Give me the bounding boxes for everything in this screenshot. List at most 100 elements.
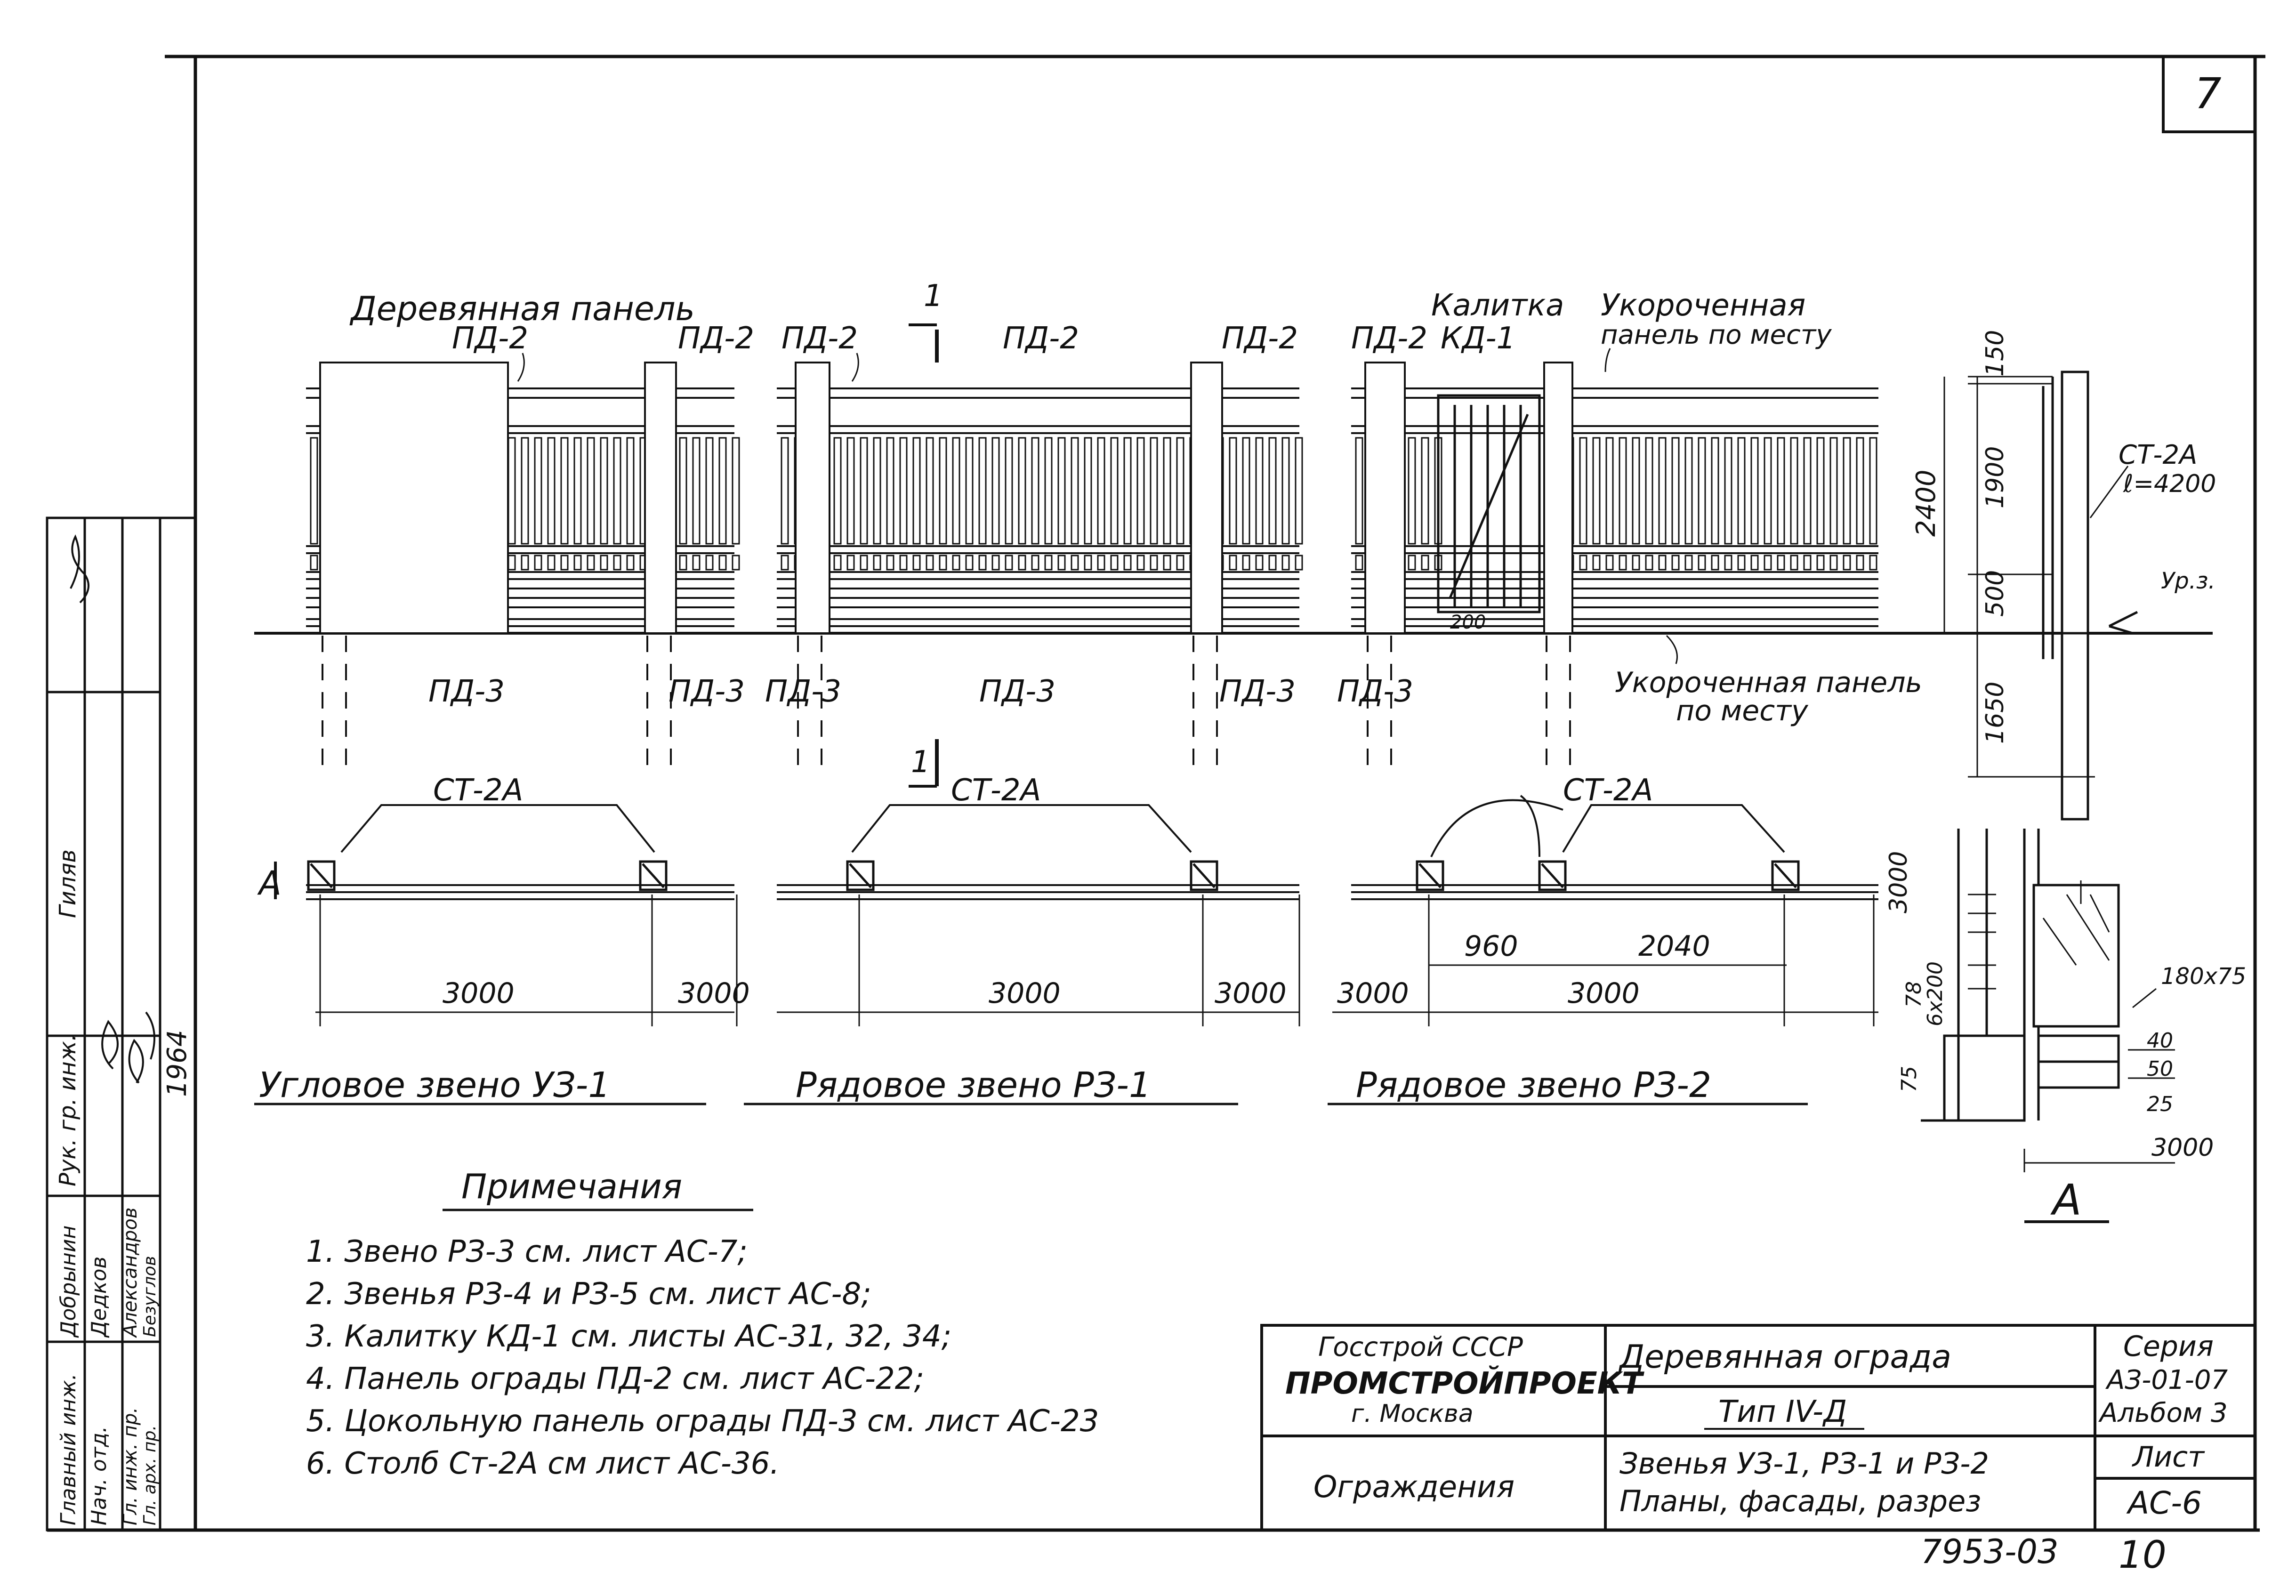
fence-picket-low <box>1777 555 1785 571</box>
fence-picket-low <box>912 555 921 571</box>
dim-200: 200 <box>1450 612 1486 633</box>
fence-picket <box>1658 437 1667 545</box>
fence-picket-low <box>1711 555 1719 571</box>
fence-picket-low <box>1176 555 1184 571</box>
title-block: Госстрой СССР ПРОМСТРОЙПРОЕКТ г. Москва … <box>1260 1324 2256 1532</box>
fence-picket-low <box>1110 555 1119 571</box>
fence-picket-low <box>1408 555 1416 571</box>
section-1-1: 150 1900 2400 500 1650 СТ-2А ℓ=4200 Ур.з… <box>1897 330 2216 821</box>
fence-picket <box>1829 437 1838 545</box>
dim-3000-e: 3000 <box>1337 977 1409 1010</box>
fence-picket-low <box>1671 555 1680 571</box>
fence-picket-low <box>1031 555 1039 571</box>
fence-picket <box>1242 437 1250 545</box>
fence-picket <box>534 437 542 545</box>
fence-picket <box>1163 437 1171 545</box>
det-dim-3000-v: 3000 <box>1885 851 1913 913</box>
fence-post <box>644 362 677 634</box>
det-dim-3000-h: 3000 <box>2151 1134 2214 1162</box>
label-pd2-c: ПД-2 <box>781 321 858 356</box>
label-shortened-panel: Укороченная панель <box>1615 666 1922 699</box>
fence-picket <box>613 437 621 545</box>
tb-org1: Госстрой СССР <box>1318 1332 1523 1362</box>
fence-picket <box>1777 437 1785 545</box>
fence-picket <box>1698 437 1706 545</box>
fence-picket-low <box>1150 555 1158 571</box>
tb-album: Альбом 3 <box>2098 1398 2228 1428</box>
det-dim-50: 50 <box>2147 1057 2173 1081</box>
label-pd2-f: ПД-2 <box>1351 321 1427 356</box>
fence-picket <box>926 437 934 545</box>
tb-series: АЗ-01-07 <box>2105 1365 2228 1395</box>
fence-picket-low <box>1619 555 1627 571</box>
plan-post <box>1416 860 1444 891</box>
note-5: 5. Цокольную панель ограды ПД-3 см. лист… <box>306 1404 1099 1439</box>
note-1: 1. Звено РЗ-3 см. лист АС-7; <box>306 1234 748 1269</box>
section-mark-1-top: 1 <box>924 279 943 314</box>
fence-picket <box>899 437 908 545</box>
bottom-code: 7953-03 <box>1921 1532 2058 1571</box>
fence-picket <box>310 437 318 545</box>
fence-picket-low <box>1803 555 1812 571</box>
fence-picket-low <box>1658 555 1667 571</box>
sec-dim-150: 150 <box>1981 330 2009 377</box>
fence-picket-low <box>521 555 529 571</box>
fence-picket <box>718 437 727 545</box>
tb-org3: г. Москва <box>1351 1400 1474 1428</box>
fence-picket <box>1619 437 1627 545</box>
fence-picket-low <box>952 555 960 571</box>
fence-picket <box>521 437 529 545</box>
det-dim-25: 25 <box>2147 1092 2173 1116</box>
tb-sheet: АС-6 <box>2126 1485 2202 1521</box>
dim-960: 960 <box>1464 930 1518 963</box>
fence-picket-low <box>1856 555 1864 571</box>
fence-picket <box>679 437 687 545</box>
caption-r3-2: Рядовое звено РЗ-2 <box>1356 1065 1711 1105</box>
fence-picket-low <box>781 555 789 571</box>
tb-sheet-label: Лист <box>2132 1441 2205 1474</box>
fence-post <box>1364 362 1406 634</box>
fence-picket-low <box>534 555 542 571</box>
plan-post <box>846 860 875 891</box>
fence-picket <box>873 437 881 545</box>
fence-picket <box>991 437 1000 545</box>
fence-post <box>795 362 830 634</box>
fence-picket-low <box>679 555 687 571</box>
plan-post-hatch <box>310 863 333 888</box>
det-dim-75: 75 <box>1897 1066 1921 1092</box>
fence-picket <box>1671 437 1680 545</box>
fence-picket <box>560 437 569 545</box>
fence-picket-low <box>1084 555 1092 571</box>
fence-picket-low <box>573 555 582 571</box>
sec-post-len: ℓ=4200 <box>2123 470 2216 498</box>
fence-plans: СТ-2А СТ-2А СТ-2А А 3000 3000 3000 3000 … <box>257 773 1878 1026</box>
fence-picket <box>1110 437 1119 545</box>
note-4: 4. Панель ограды ПД-2 см. лист АС-22; <box>306 1362 924 1396</box>
label-pd3-c: ПД-3 <box>765 674 841 709</box>
section-mark-1: 1 1 <box>909 279 943 788</box>
fence-picket-low <box>978 555 987 571</box>
fence-picket <box>1803 437 1812 545</box>
fence-picket-low <box>587 555 595 571</box>
sec-dim-1650: 1650 <box>1981 682 2009 744</box>
det-beam: 180х75 <box>2161 963 2246 990</box>
plan-post-hatch <box>1418 863 1442 888</box>
fence-picket <box>1018 437 1026 545</box>
sec-post: СТ-2А <box>2119 440 2197 470</box>
label-pd2-a: ПД-2 <box>452 321 528 356</box>
fence-picket-low <box>560 555 569 571</box>
dim-2040: 2040 <box>1638 930 1710 963</box>
stamp-name-1: Добрынин <box>56 1225 81 1338</box>
fence-post-footing <box>1367 636 1392 772</box>
fence-picket <box>1268 437 1277 545</box>
fence-picket <box>1097 437 1105 545</box>
label-wood-panel: Деревянная панель <box>349 290 695 328</box>
fence-picket <box>1684 437 1693 545</box>
fence-picket <box>1421 437 1429 545</box>
sec-dim-500: 500 <box>1981 570 2009 617</box>
tb-title3: Планы, фасады, разрез <box>1619 1484 1981 1518</box>
fence-picket <box>1123 437 1132 545</box>
fence-picket <box>1355 437 1363 545</box>
note-3: 3. Калитку КД-1 см. листы АС-31, 32, 34; <box>306 1319 951 1354</box>
